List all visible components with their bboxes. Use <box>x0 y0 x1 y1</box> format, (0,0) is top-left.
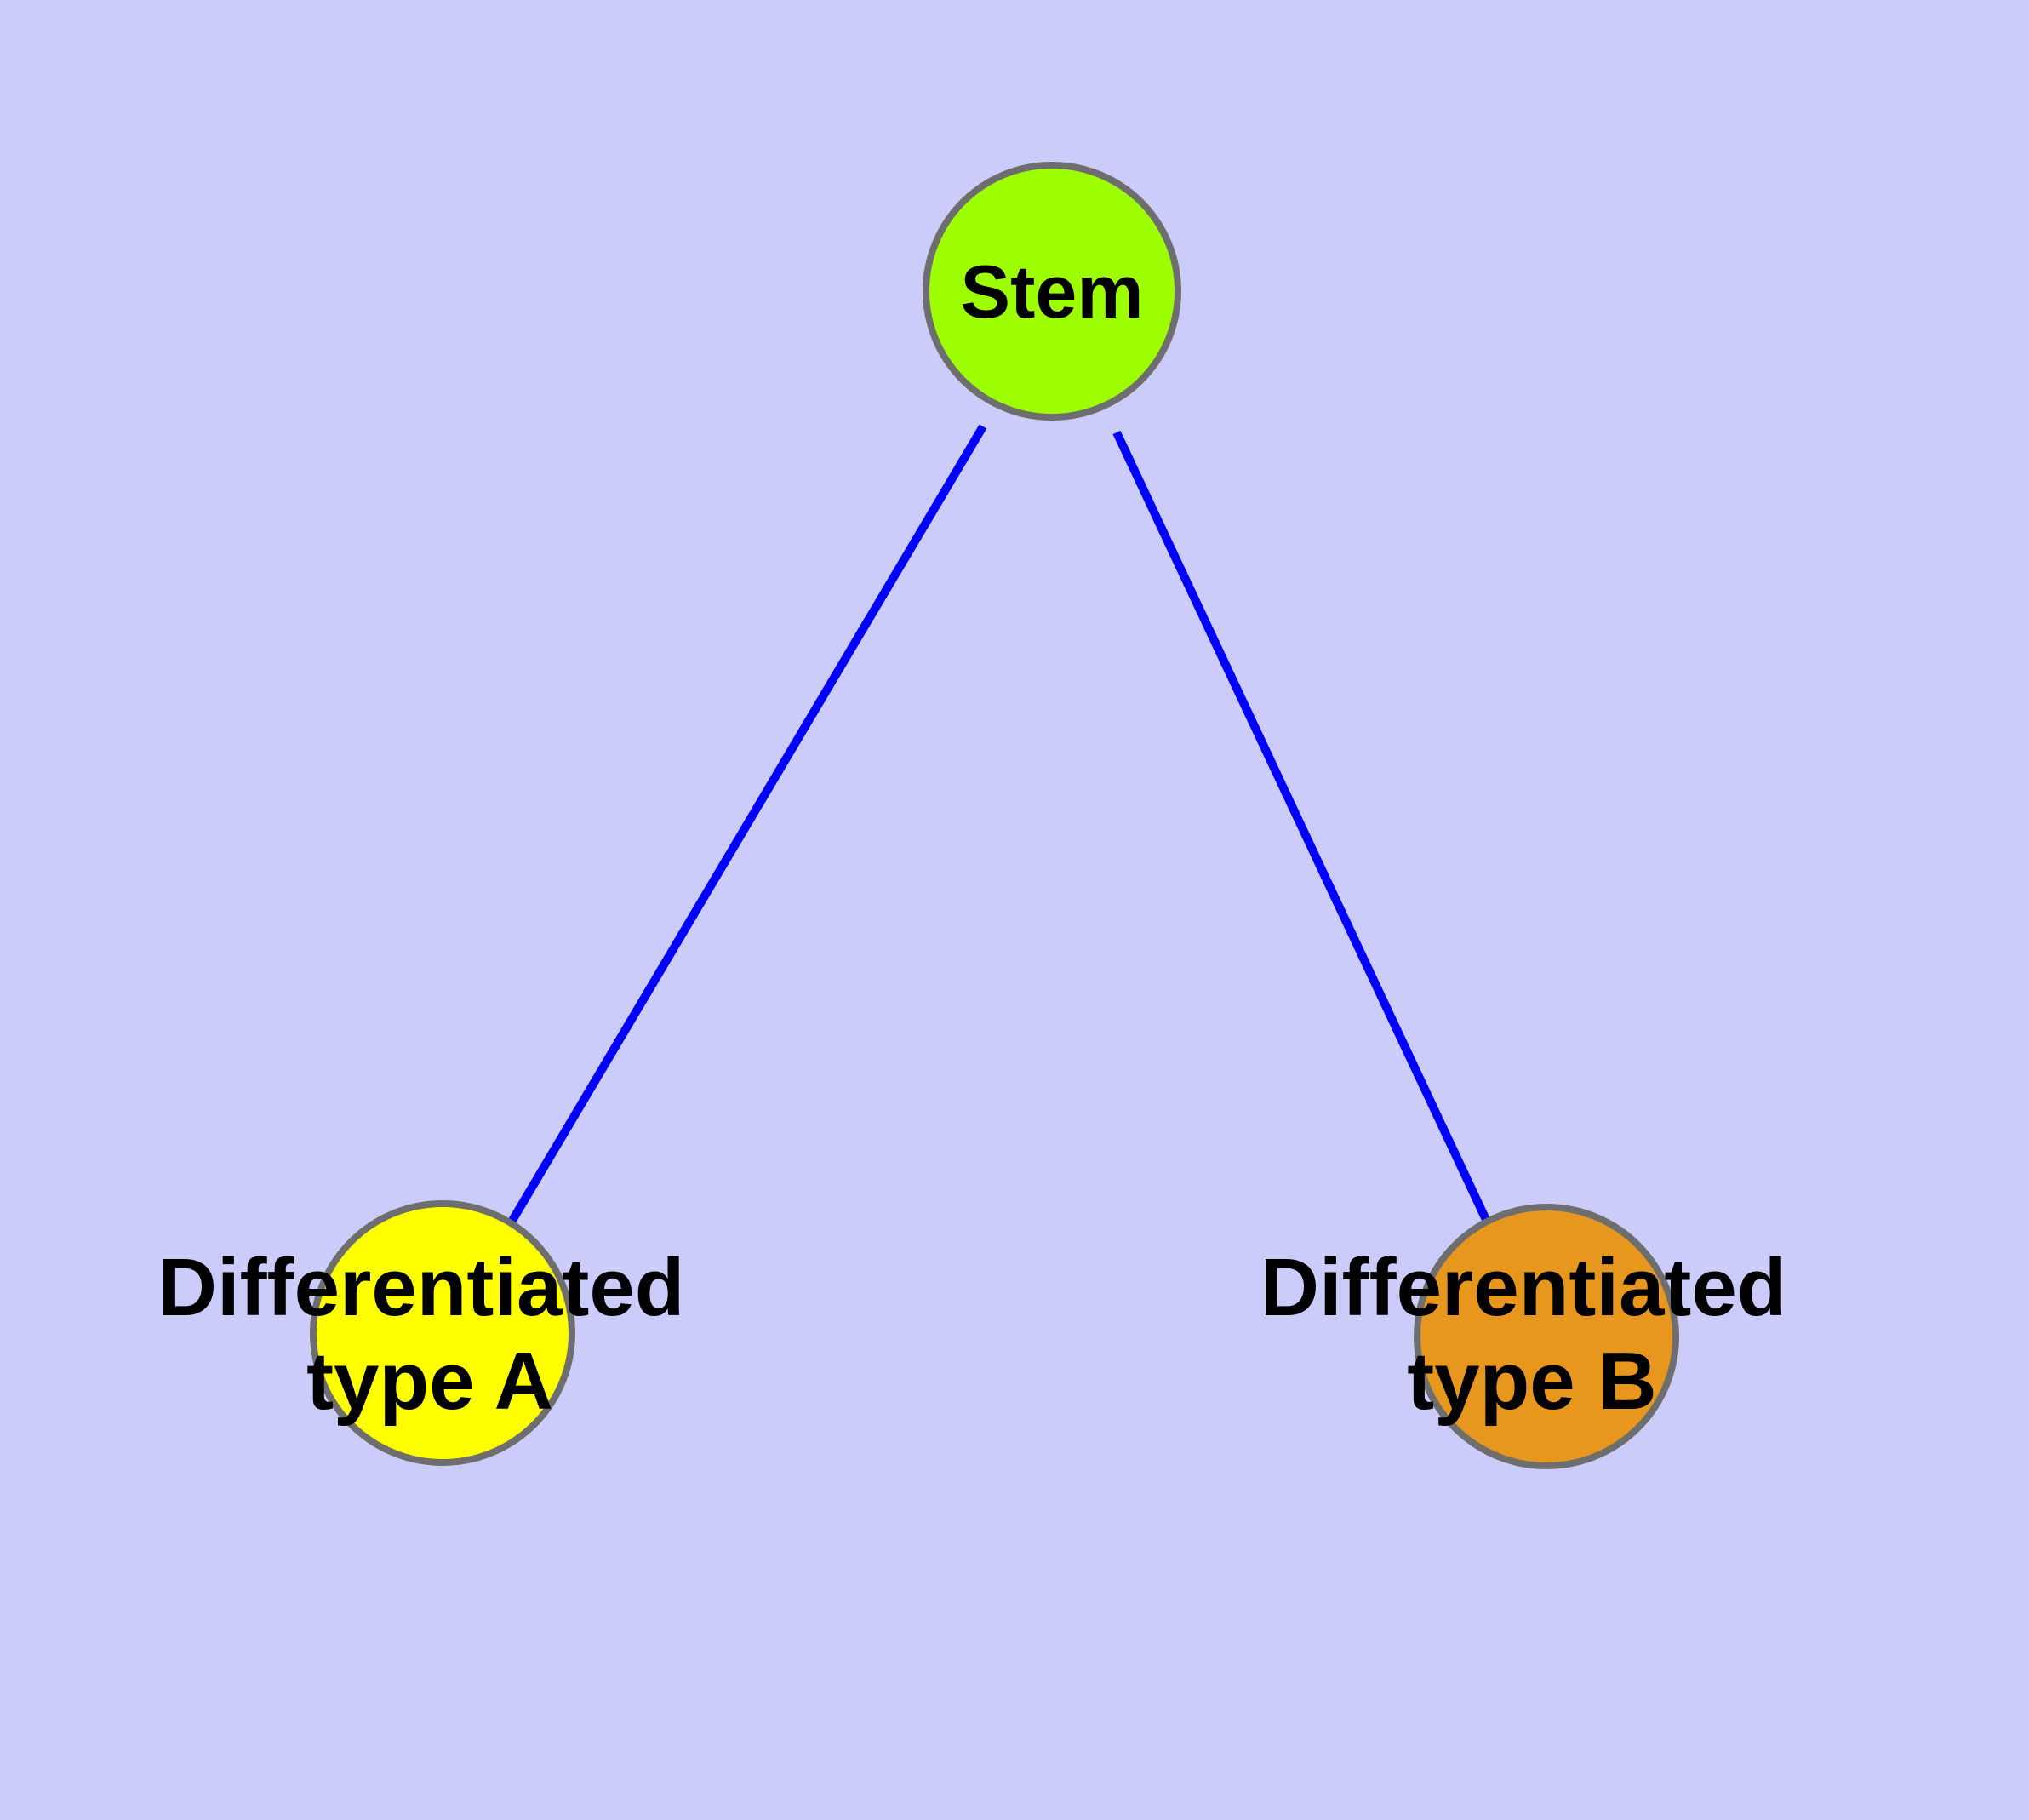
node-differentiated-type-a-label-line2: type A <box>306 1336 553 1427</box>
node-differentiated-type-b-label-line1: Differentiated <box>1260 1242 1787 1333</box>
node-differentiated-type-a-circle[interactable] <box>310 1200 575 1466</box>
node-stem-circle[interactable] <box>923 162 1181 421</box>
node-stem-label: Stem <box>960 249 1143 334</box>
edge-stem-to-differentiated-type-b[interactable] <box>1112 430 1492 1226</box>
node-differentiated-type-b-circle[interactable] <box>1414 1204 1679 1469</box>
label-layer: Stem Differentiated type A Differentiate… <box>158 249 1787 1427</box>
edge-stem-to-differentiated-type-a[interactable] <box>506 424 987 1226</box>
edge-layer <box>506 424 1492 1226</box>
node-differentiated-type-a-label-line1: Differentiated <box>158 1242 685 1333</box>
node-layer <box>310 162 1679 1469</box>
node-differentiated-type-b-label-line2: type B <box>1407 1336 1656 1427</box>
